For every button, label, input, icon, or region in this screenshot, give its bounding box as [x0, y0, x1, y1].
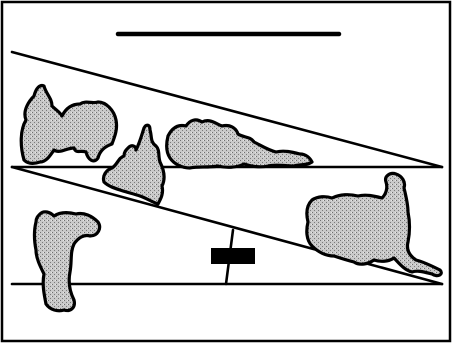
center-tick-marker: [211, 248, 255, 264]
